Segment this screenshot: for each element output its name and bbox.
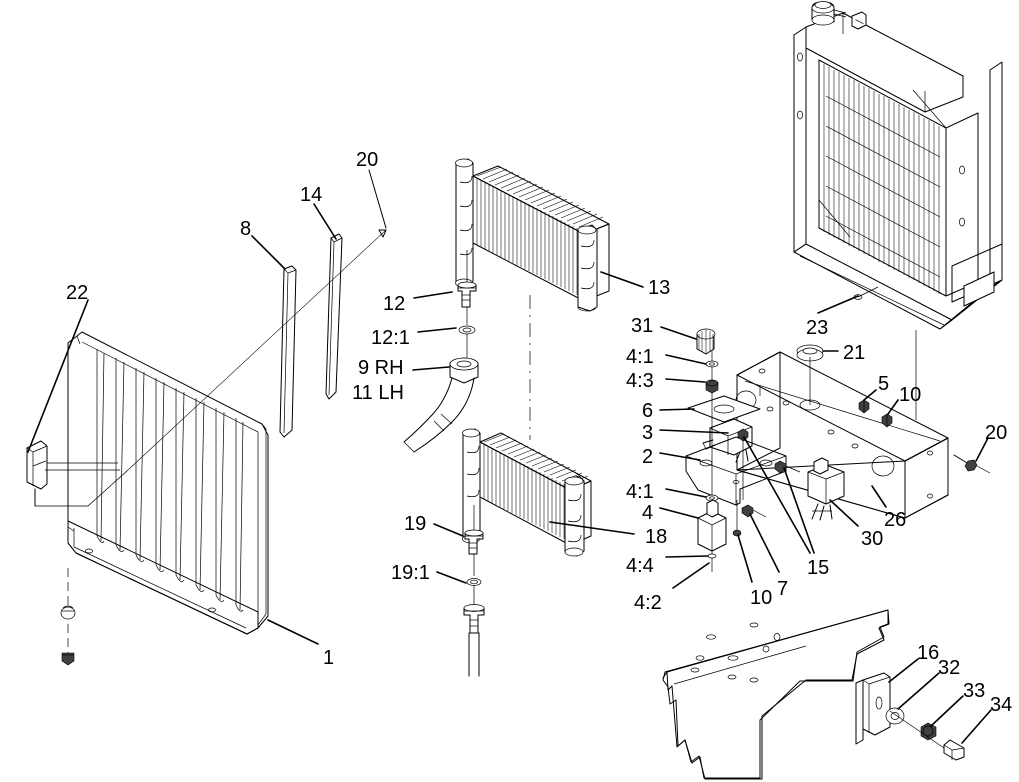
grille-hardware [60,568,76,666]
grille-assembly [26,331,269,635]
callout-19-1: 19:1 [391,562,430,584]
callout-4-1-a: 4:1 [626,346,654,368]
sensor-plate-stack [685,328,787,572]
callout-31: 31 [631,315,654,337]
callout-11-lh: 11 LH [352,382,404,404]
callout-12: 12 [383,293,406,315]
oil-cooler-lower [462,295,592,557]
radiator-assembly [793,1,1003,330]
callout-15: 15 [807,557,830,579]
callout-14: 14 [300,184,323,206]
callout-23: 23 [806,317,829,339]
callout-2: 2 [642,446,654,468]
callout-16: 16 [917,642,940,664]
callout-21: 21 [843,342,866,364]
callout-18: 18 [645,526,668,548]
callout-9-rh: 9 RH [358,357,404,379]
callout-22: 22 [66,282,89,304]
callout-7: 7 [777,578,789,600]
callout-5: 5 [878,373,890,395]
callout-4-4: 4:4 [626,555,654,577]
callout-3: 3 [642,422,654,444]
callout-4-1-b: 4:1 [626,481,654,503]
callout-20-top: 20 [356,149,379,171]
callout-10-b: 10 [750,587,773,609]
oil-cooler-upper [455,158,610,312]
fitting-stack-lower [463,505,485,677]
callout-30: 30 [861,528,884,550]
callout-4-3: 4:3 [626,370,654,392]
callout-4-2: 4:2 [634,592,662,614]
mount-bracket [735,344,991,521]
callout-10-a: 10 [899,384,922,406]
callout-20-right: 20 [985,422,1008,444]
callout-34: 34 [990,694,1013,716]
seal-strips [127,229,387,471]
leader-lines [27,169,992,744]
callout-26: 26 [884,509,907,531]
callout-32: 32 [938,657,961,679]
fitting-stack-upper [403,250,479,453]
side-panel [662,609,965,780]
callout-8: 8 [240,218,252,240]
callout-19: 19 [404,513,427,535]
callout-6: 6 [642,400,654,422]
callout-33: 33 [963,680,986,702]
callout-1: 1 [323,647,335,669]
callout-12-1: 12:1 [371,327,410,349]
callout-4: 4 [642,502,654,524]
callout-13: 13 [648,277,671,299]
